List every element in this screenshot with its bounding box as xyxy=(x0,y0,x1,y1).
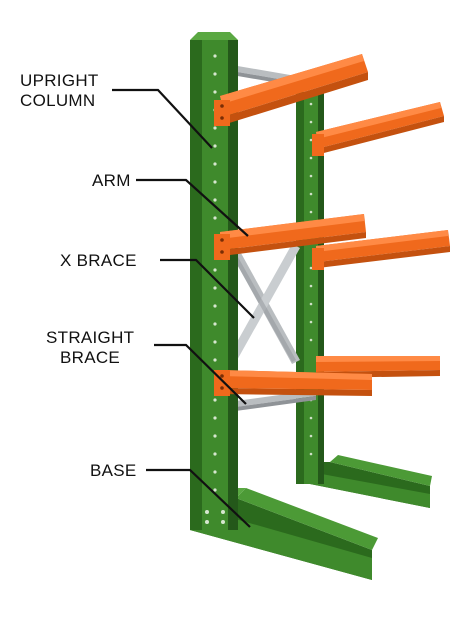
callout-straight-brace-line2: BRACE xyxy=(60,348,120,367)
leader-line-base xyxy=(146,468,251,528)
leader-line-upright-column xyxy=(112,88,213,149)
leader-line-x-brace xyxy=(160,258,255,319)
callout-straight-brace-line1: STRAIGHT xyxy=(46,328,134,347)
callout-x-brace: X BRACE xyxy=(60,251,137,270)
callout-arm: ARM xyxy=(92,171,131,190)
callout-straight-brace: STRAIGHT BRACE xyxy=(46,328,134,367)
rear-base xyxy=(300,455,432,508)
rear-arm-middle xyxy=(312,230,450,270)
rear-column-holes xyxy=(309,102,313,456)
leader-line-straight-brace xyxy=(154,343,247,405)
front-arm-middle xyxy=(214,214,366,260)
rear-assembly xyxy=(296,92,450,508)
callout-base: BASE xyxy=(90,461,137,480)
callout-x-brace-label: X BRACE xyxy=(60,251,137,270)
front-arm-bottom xyxy=(214,370,372,396)
callout-upright-column-line1: UPRIGHT xyxy=(20,71,99,90)
rear-arm-top xyxy=(312,102,444,156)
callout-arm-label: ARM xyxy=(92,171,131,190)
callout-upright-column: UPRIGHT COLUMN xyxy=(20,71,99,110)
leader-line-arm xyxy=(136,178,249,237)
front-arm-top xyxy=(214,54,368,126)
callout-base-label: BASE xyxy=(90,461,137,480)
x-brace-graphic xyxy=(228,244,300,364)
leader-lines xyxy=(112,88,255,528)
front-assembly xyxy=(190,32,378,580)
callout-upright-column-line2: COLUMN xyxy=(20,91,95,110)
